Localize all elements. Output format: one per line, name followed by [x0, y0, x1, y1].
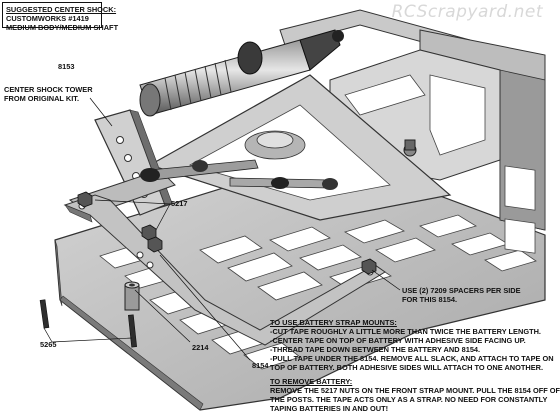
- mount-note-line: -CUT TAPE ROUGHLY A LITTLE MORE THAN TWI…: [270, 327, 541, 336]
- mount-note-line: -CENTER TAPE ON TOP OF BATTERY WITH ADHE…: [270, 336, 526, 345]
- callout-spacer-line1: USE (2) 7209 SPACERS PER SIDE: [402, 286, 521, 295]
- suggested-shock-box: SUGGESTED CENTER SHOCK: CUSTOMWORKS #141…: [2, 2, 118, 32]
- center-brace: [148, 74, 452, 221]
- callout-spacer-line2: FOR THIS 8154.: [402, 295, 458, 304]
- standoff-2214: [124, 281, 140, 311]
- mount-notes-heading: TO USE BATTERY STRAP MOUNTS:: [270, 318, 397, 327]
- mount-note-line: -PULL TAPE UNDER THE 8154. REMOVE ALL SL…: [270, 354, 554, 363]
- screws-5265: [39, 299, 137, 348]
- remove-note-line: REMOVE THE 5217 NUTS ON THE FRONT STRAP …: [270, 386, 560, 395]
- callout-2214: 2214: [192, 343, 209, 352]
- rear-frame: [279, 9, 546, 254]
- shock-box-line2: CUSTOMWORKS #1419: [6, 14, 89, 23]
- mount-note-line: TOP OF BATTERY. BOTH ADHESIVE SIDES WILL…: [270, 363, 544, 372]
- shock-box-line1: SUGGESTED CENTER SHOCK:: [6, 5, 117, 14]
- mount-note-line: -THREAD TAPE DOWN BETWEEN THE BATTERY AN…: [270, 345, 481, 354]
- shock-box-line3: MEDIUM BODY/MEDIUM SHAFT: [6, 23, 119, 32]
- callout-8153: 8153: [58, 62, 75, 71]
- turnbuckle-links: [140, 139, 417, 190]
- callout-8154: 8154: [252, 361, 269, 370]
- remove-note-line: THE POSTS. THE TAPE ACTS ONLY AS A STRAP…: [270, 395, 548, 404]
- watermark-text: RCScrapyard.net: [391, 2, 543, 22]
- center-shock: [139, 29, 344, 117]
- callout-tower-line2: FROM ORIGINAL KIT.: [4, 94, 79, 103]
- remove-notes-heading: TO REMOVE BATTERY:: [270, 377, 353, 386]
- remove-note-line: TAPING BATTERIES IN AND OUT!: [270, 404, 389, 413]
- battery-notes: TO USE BATTERY STRAP MOUNTS: -CUT TAPE R…: [270, 318, 560, 413]
- callout-tower-line1: CENTER SHOCK TOWER: [4, 85, 93, 94]
- callout-5265: 5265: [40, 340, 57, 349]
- leader-lines: [43, 97, 401, 361]
- callout-5217: 5217: [171, 199, 188, 208]
